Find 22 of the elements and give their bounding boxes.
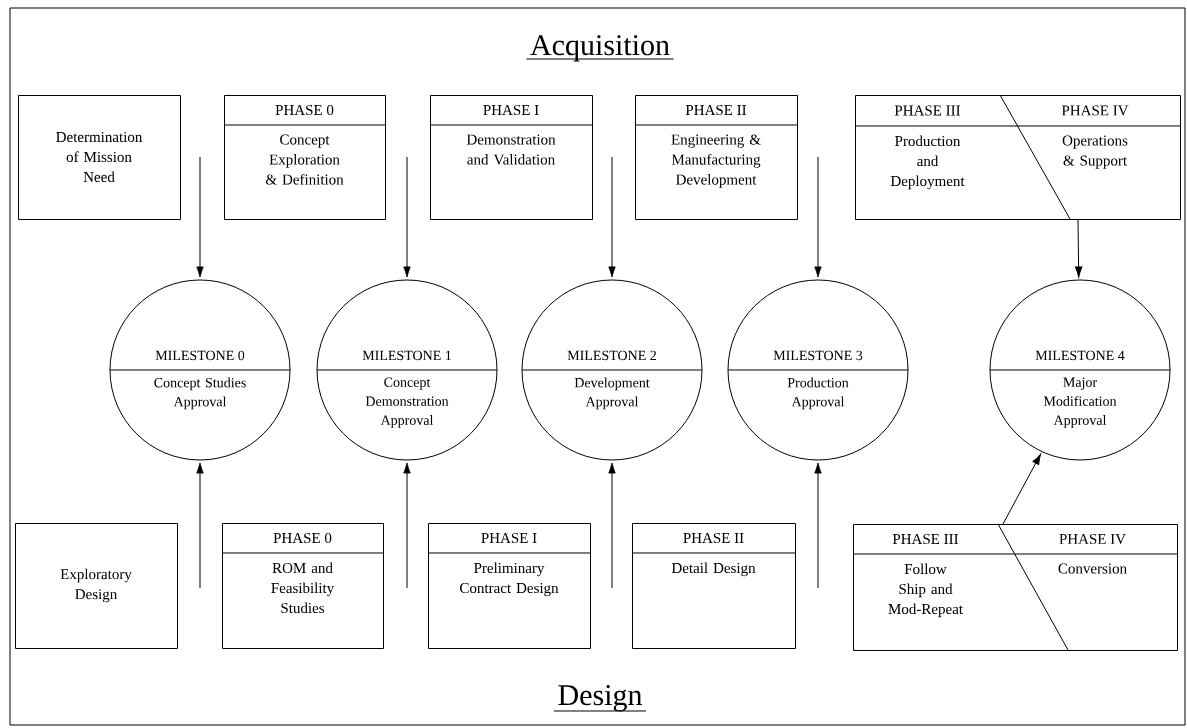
arrow [608,462,616,589]
arrow [608,156,616,278]
arrow [403,462,411,589]
arrow [1074,219,1083,278]
phase-box: PHASE I Demonstration and Validation [429,95,593,220]
phase-box: PHASE 0 Concept Exploration & Definition [223,95,386,220]
text-box: Determination of Mission Need [18,95,181,220]
split-phase-box: PHASE III PHASE IV Follow Ship and Mod-Repeat Conversion [852,523,1178,651]
phase-box: PHASE II Engineering & Manufacturing Development [634,95,798,220]
arrow [814,156,822,278]
phase-box: PHASE I Preliminary Contract Design [427,523,591,649]
arrow [814,462,822,589]
phase-box: PHASE 0 ROM and Feasibility Studies [221,523,384,649]
arrow [196,462,204,589]
caption: Design [553,685,647,712]
title: Acquisition [525,35,675,62]
text-box: Exploratory Design [15,523,178,649]
phase-box: PHASE II Detail Design [631,523,796,649]
arrow [1002,453,1042,525]
arrow [403,156,411,278]
split-phase-box: PHASE III PHASE IV Production and Deployment Operations & Support [854,94,1181,220]
arrow [196,156,204,278]
